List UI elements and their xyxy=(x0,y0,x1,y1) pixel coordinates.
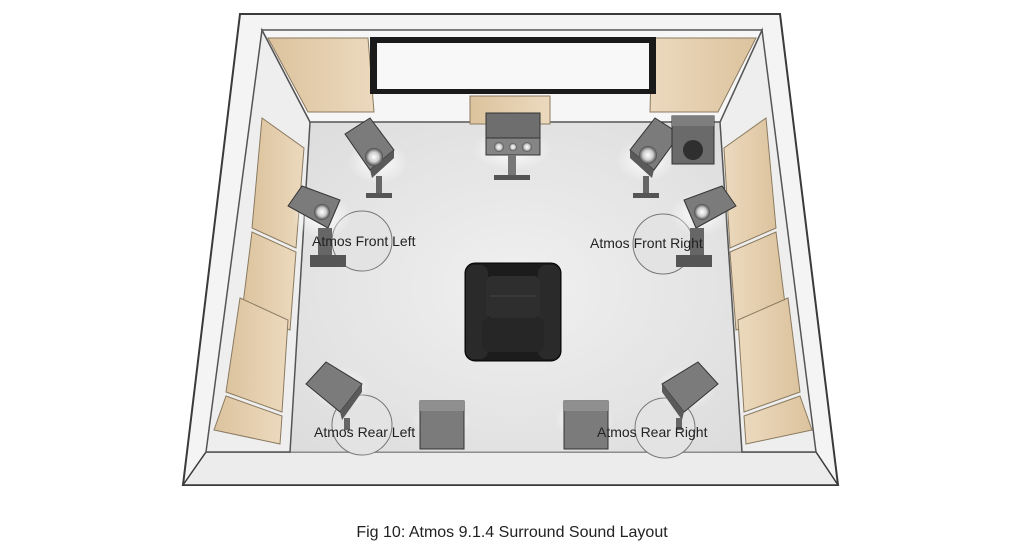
atmos-rear-right-label: Atmos Rear Right xyxy=(597,424,708,440)
rear-right-speaker-icon xyxy=(554,400,614,450)
subwoofer-icon xyxy=(671,115,715,165)
front-left-speaker-icon xyxy=(344,117,408,198)
rear-right-corner-speaker-icon xyxy=(656,361,719,430)
recliner-chair-icon xyxy=(464,262,562,362)
atmos-front-left-label: Atmos Front Left xyxy=(312,233,416,249)
front-right-speaker-icon xyxy=(616,117,681,198)
figure-caption: Fig 10: Atmos 9.1.4 Surround Sound Layou… xyxy=(356,524,668,541)
side-right-speaker-icon xyxy=(670,185,737,267)
center-speaker-icon xyxy=(472,112,552,180)
side-left-speaker-icon xyxy=(287,185,352,267)
rear-left-speaker-icon xyxy=(412,400,472,450)
atmos-front-right-label: Atmos Front Right xyxy=(590,235,703,251)
atmos-rear-left-label: Atmos Rear Left xyxy=(314,424,416,440)
projection-screen xyxy=(370,37,656,94)
acoustic-panels xyxy=(213,37,813,445)
rear-left-corner-speaker-icon xyxy=(305,361,370,430)
